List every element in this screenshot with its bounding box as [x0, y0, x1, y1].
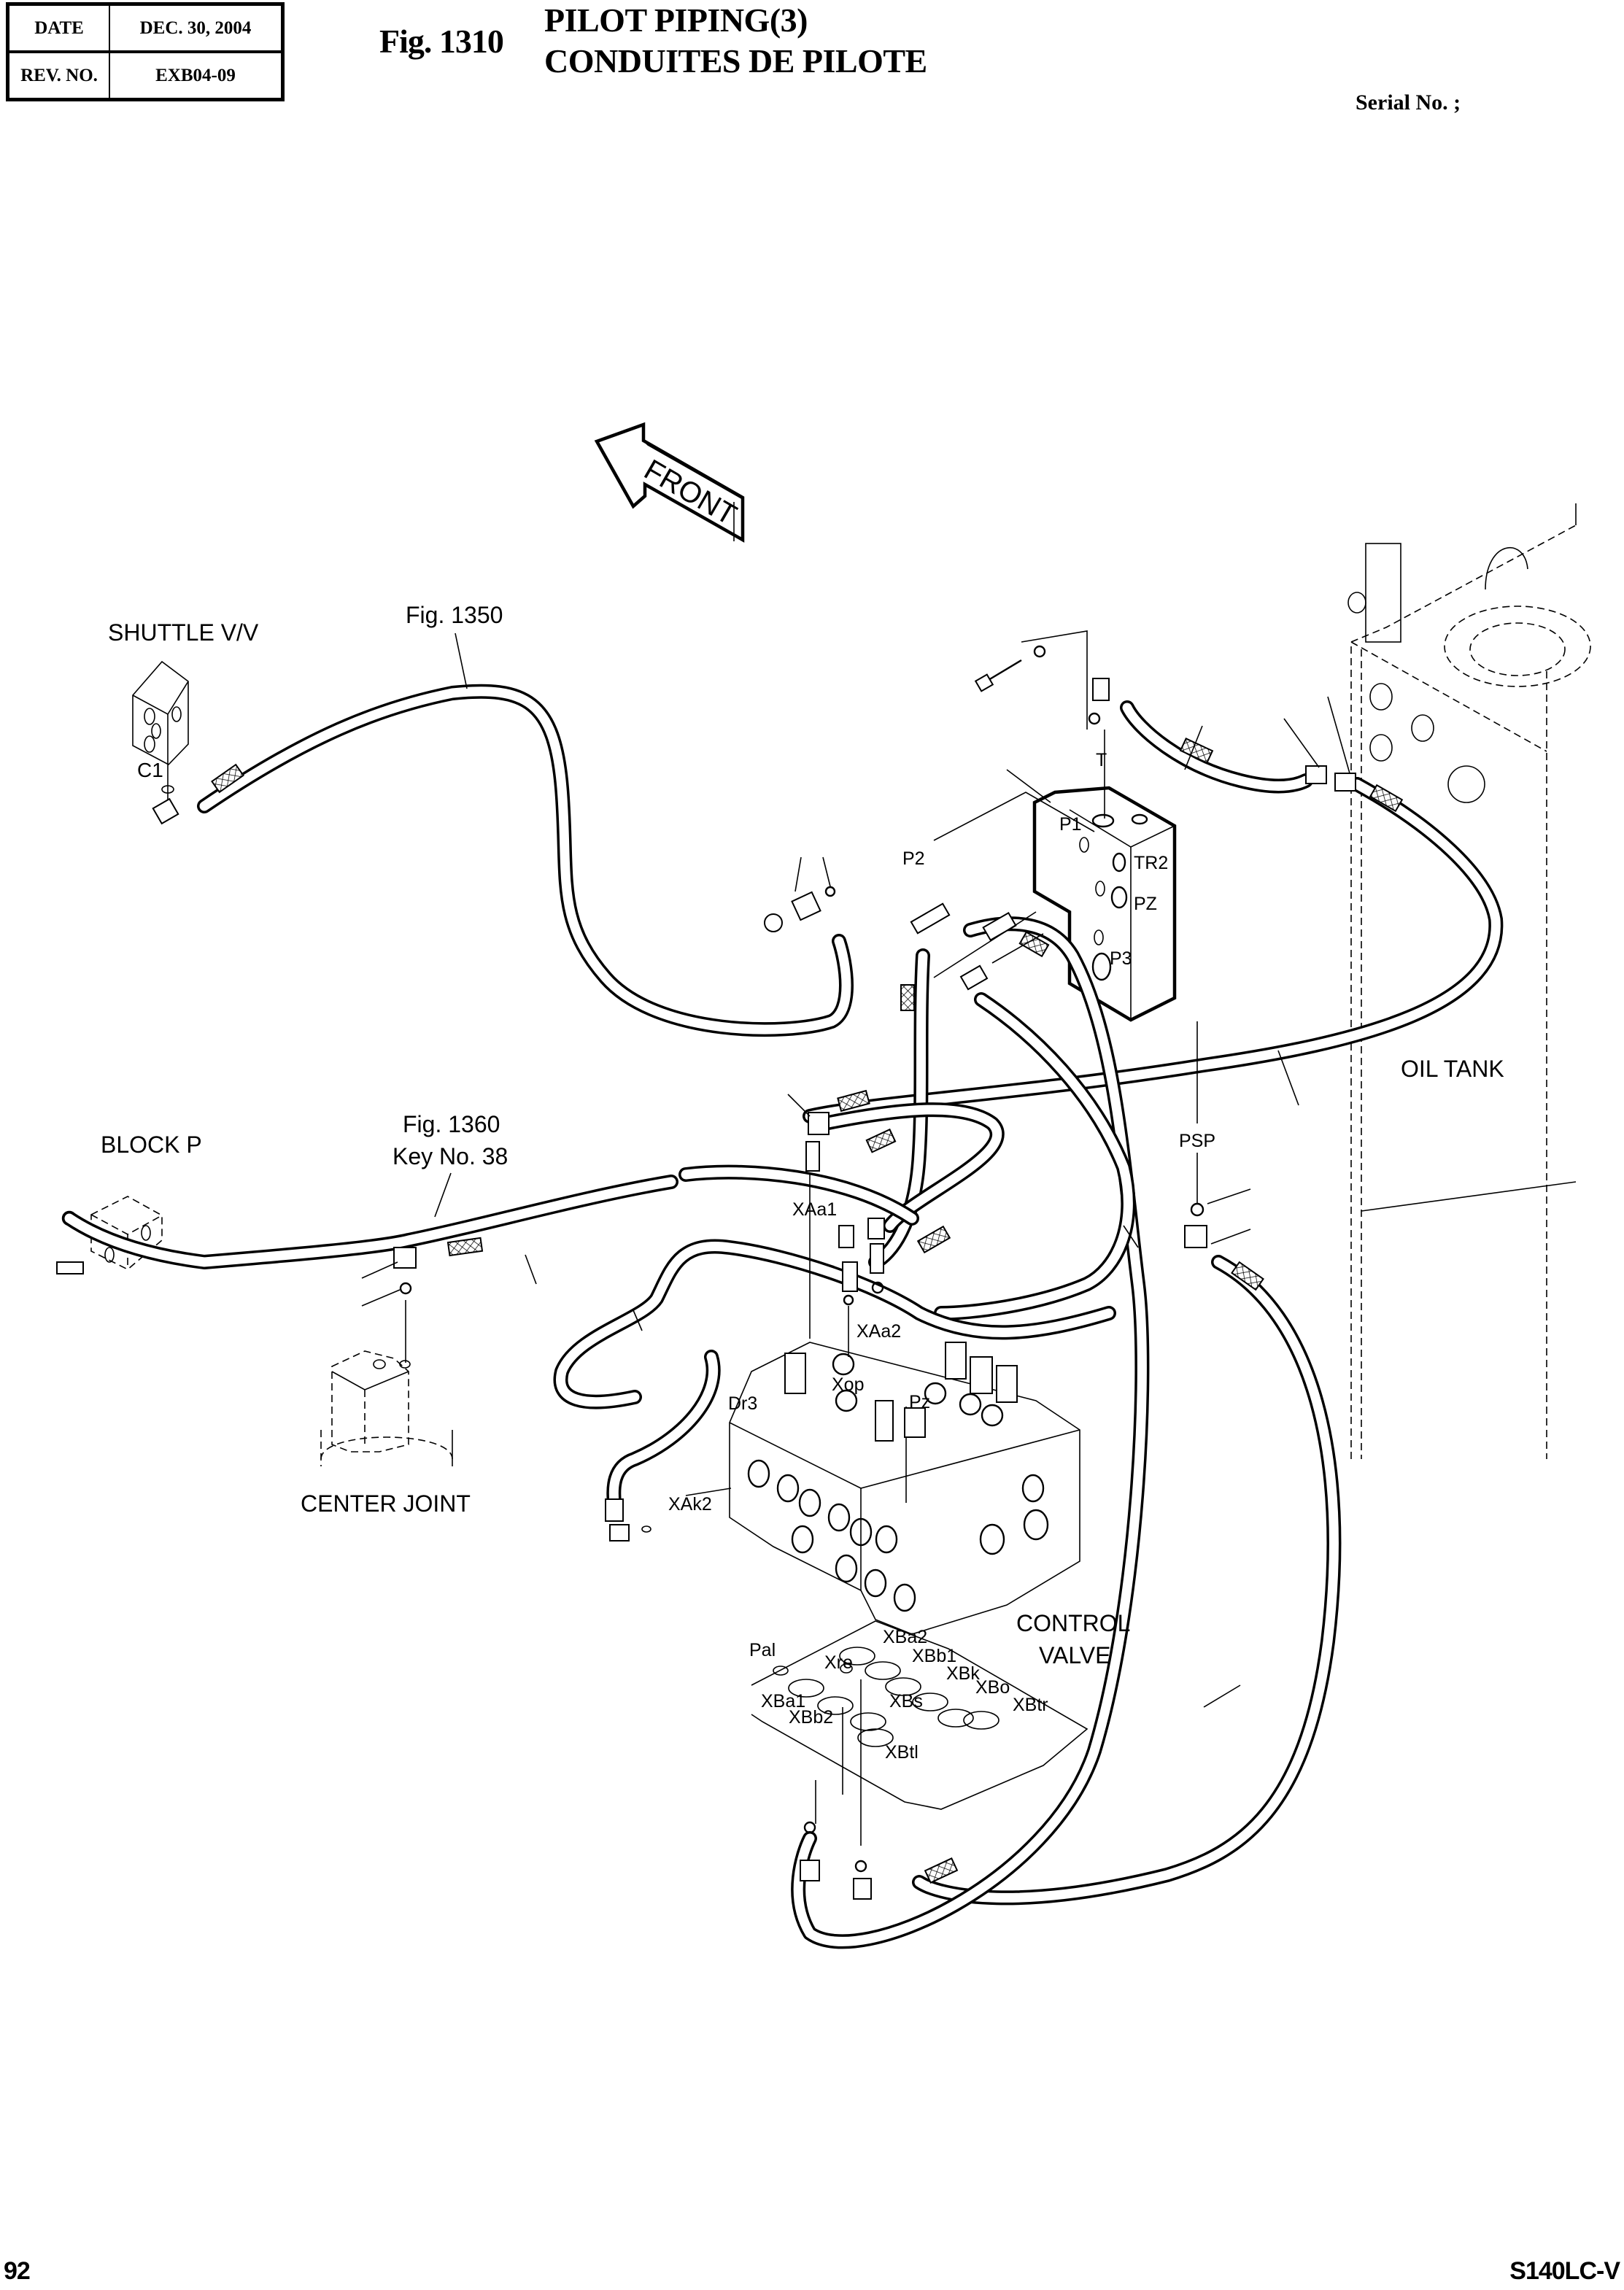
center-joint	[320, 1247, 453, 1466]
port-xaa2-label: XAa2	[857, 1321, 901, 1342]
port-c1-label: C1	[137, 759, 163, 781]
control-valve	[729, 1342, 1080, 1635]
port-xbb2-label: XBb2	[789, 1707, 833, 1728]
date-row: DATE DEC. 30, 2004	[7, 3, 284, 53]
port-xop-label: Xop	[832, 1374, 864, 1395]
port-xre-label: Xre	[824, 1652, 853, 1673]
port-xaa1-label: XAa1	[792, 1199, 837, 1220]
port-p2-label: P2	[902, 848, 925, 869]
serial-number: Serial No. ;	[1356, 90, 1461, 115]
fig-1350-reference: Fig. 1350	[406, 602, 503, 628]
key-no-38-reference: Key No. 38	[393, 1143, 508, 1169]
hose-tank-return	[803, 700, 1504, 1123]
page-number: 92	[4, 2257, 31, 2285]
port-tr2-label: TR2	[1134, 853, 1168, 873]
port-pz-block-label: PZ	[1134, 894, 1157, 914]
revision-row: REV. NO. EXB04-09	[7, 51, 284, 101]
hose-bundle	[446, 916, 1150, 1949]
hose-fig-1350	[197, 684, 854, 1037]
control-valve-label-line1: CONTROL	[1016, 1610, 1130, 1636]
pilot-manifold-block	[933, 730, 1177, 1022]
revision-table: DATE DEC. 30, 2004 REV. NO. EXB04-09	[6, 2, 285, 101]
model-number: S140LC-V	[1509, 2257, 1620, 2285]
xak2-fitting	[605, 1488, 732, 1542]
port-p3-label: P3	[1110, 948, 1132, 969]
port-pal-label: Pal	[749, 1640, 776, 1660]
hose-psp	[912, 1255, 1342, 1906]
psp-fitting	[1184, 1021, 1251, 1248]
bolt-fitting-group	[974, 630, 1110, 730]
port-xbs-label: XBs	[889, 1691, 923, 1711]
xaa-fittings	[787, 1094, 907, 1503]
port-p1-label: P1	[1059, 814, 1082, 835]
date-label: DATE	[7, 3, 110, 53]
title-french: CONDUITES DE PILOTE	[544, 42, 927, 80]
block-p-label: BLOCK P	[101, 1132, 202, 1158]
shuttle-valve-label: SHUTTLE V/V	[108, 619, 259, 646]
front-arrow-icon: FRONT	[594, 422, 745, 543]
page-title: PILOT PIPING(3) CONDUITES DE PILOTE	[544, 0, 927, 82]
fig-1360-reference: Fig. 1360	[403, 1111, 500, 1137]
port-t-label: T	[1096, 750, 1107, 770]
port-xbb1-label: XBb1	[912, 1646, 956, 1666]
port-xbk-label: XBk	[946, 1663, 980, 1684]
port-xba1-label: XBa1	[761, 1691, 805, 1711]
port-xba2-label: XBa2	[883, 1627, 927, 1647]
port-xbtl-label: XBtl	[885, 1742, 919, 1763]
port-xbo-label: XBo	[975, 1677, 1010, 1698]
bottom-port-plate	[751, 1620, 1089, 1900]
p2-fittings	[764, 769, 1051, 991]
port-xak2-label: XAk2	[668, 1494, 712, 1515]
port-psp-label: PSP	[1179, 1131, 1215, 1151]
figure-number: Fig. 1310	[379, 23, 504, 60]
revision-value: EXB04-09	[108, 51, 284, 101]
port-dr3-label: Dr3	[728, 1393, 757, 1414]
date-value: DEC. 30, 2004	[108, 3, 284, 53]
revision-label: REV. NO.	[7, 51, 110, 101]
shuttle-valve	[132, 660, 189, 825]
front-arrow-label: FRONT	[639, 454, 742, 532]
hose-fig-1360-key-38	[62, 1175, 678, 1269]
oil-tank-label: OIL TANK	[1401, 1056, 1504, 1082]
center-joint-label: CENTER JOINT	[301, 1490, 471, 1517]
control-valve-label-line2: VALVE	[1039, 1642, 1110, 1668]
port-xbtr-label: XBtr	[1013, 1695, 1048, 1715]
title-english: PILOT PIPING(3)	[544, 1, 808, 39]
